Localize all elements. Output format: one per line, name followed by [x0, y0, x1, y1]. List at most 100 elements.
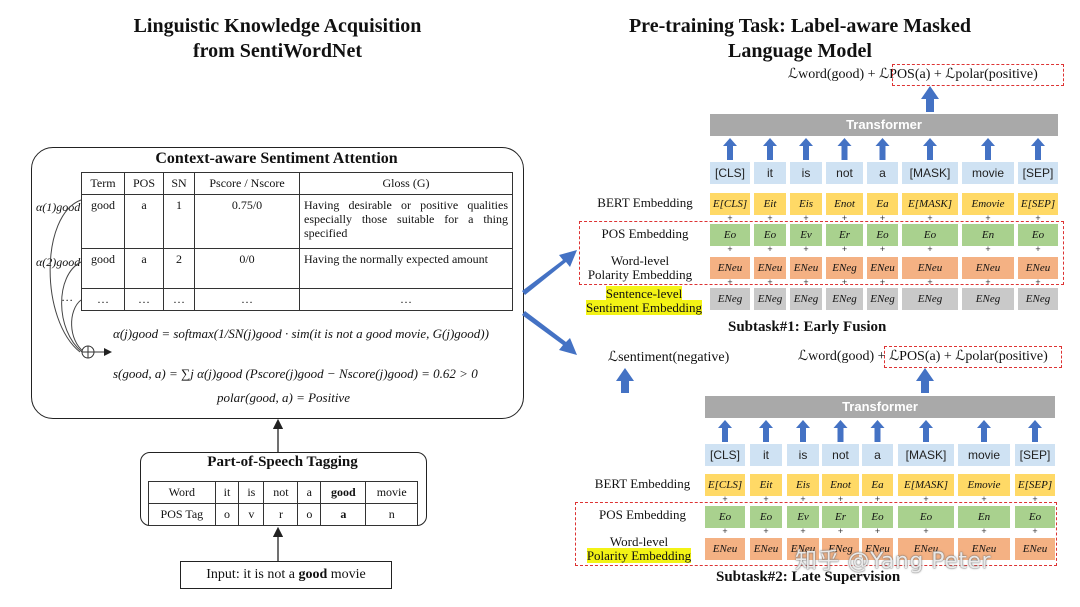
token-cell: [MASK] [898, 444, 954, 466]
sentence-sentiment-embedding-cell: ENeg [754, 288, 786, 310]
token-cell: movie [958, 444, 1010, 466]
plus-sign: + [985, 213, 991, 223]
right-title-line2: Language Model [728, 40, 872, 62]
bert-embedding-cell: E[SEP] [1018, 193, 1058, 215]
bert-embedding-cell: Enot [822, 474, 859, 496]
sentence-sentiment-label-line1: Sentence-level [605, 286, 683, 301]
loss-top: ℒword(good) + ℒPOS(a) + ℒpolar(positive) [788, 67, 1038, 82]
token-cell: a [867, 162, 898, 184]
plus-sign: + [837, 494, 844, 504]
plus-sign: + [1032, 494, 1038, 504]
plus-sign: + [841, 213, 848, 223]
plus-sign: + [803, 277, 809, 287]
sentence-sentiment-label: Sentence-level Sentiment Embedding [580, 286, 708, 315]
pos-embedding-cell: En [962, 224, 1014, 246]
plus-sign: + [763, 494, 769, 504]
plus-sign: + [727, 213, 733, 223]
table-header: Pscore / Nscore [194, 172, 300, 195]
bert-embedding-cell: Eit [750, 474, 782, 496]
table-cell: … [124, 288, 164, 311]
plus-sign: + [837, 526, 844, 536]
token-cell: [CLS] [710, 162, 750, 184]
word-polarity-embedding-cell: ENeu [1018, 257, 1058, 279]
plus-sign: + [985, 244, 991, 254]
plus-sign: + [1032, 526, 1038, 536]
big-blue-arrows [522, 250, 577, 355]
context-attention-box [31, 147, 524, 419]
alpha-2-label: α(2)good [36, 255, 81, 269]
word-polarity-embedding-cell: ENeu [902, 257, 958, 279]
word-polarity-embedding-cell: ENeu [750, 538, 782, 560]
pos-embedding-cell: Er [822, 506, 859, 528]
sentence-sentiment-embedding-cell: ENeg [867, 288, 898, 310]
plus-sign: + [874, 526, 881, 536]
alpha-dots-label: … [62, 290, 73, 304]
table-cell: good [320, 481, 367, 504]
pos-embedding-cell: Eo [862, 506, 893, 528]
plus-sign: + [927, 213, 933, 223]
word-polarity-embedding-cell: ENeu [867, 257, 898, 279]
word-polarity-embedding-cell: ENeu [898, 538, 954, 560]
plus-sign: + [1035, 213, 1041, 223]
score-formula: s(good, a) = ∑j α(j)good (Pscore(j)good … [113, 366, 478, 381]
right-title: Pre-training Task: Label-aware Masked La… [600, 14, 1000, 64]
plus-sign: + [923, 526, 929, 536]
plus-sign: + [767, 277, 773, 287]
plus-sign: + [800, 494, 806, 504]
table-row: good a 2 0/0 Having the normally expecte… [81, 248, 513, 289]
word-polarity-embedding-cell: ENeu [962, 257, 1014, 279]
token-cell: not [822, 444, 859, 466]
table-row: POS Tag o v r o a n [148, 503, 418, 526]
table-cell: movie [365, 481, 418, 504]
left-title: Linguistic Knowledge Acquisition from Se… [95, 14, 460, 64]
word-polarity-embedding-cell: ENeu [958, 538, 1010, 560]
token-cell: movie [962, 162, 1014, 184]
transformer-block-1: Transformer [710, 114, 1058, 136]
token-cell: [SEP] [1018, 162, 1058, 184]
bert-embedding-cell: E[SEP] [1015, 474, 1055, 496]
word-polarity-label-line2: Polarity Embedding [587, 267, 693, 282]
subtask2-dashed-box [575, 502, 1057, 566]
token-cell: [SEP] [1015, 444, 1055, 466]
bert-embedding-cell: Eit [754, 193, 786, 215]
subtask1-dashed-box [579, 221, 1064, 285]
loss-bottom-dashed-box [884, 346, 1062, 368]
plus-sign: + [803, 213, 809, 223]
plus-sign: + [722, 494, 728, 504]
bert-embedding-cell: E[CLS] [710, 193, 750, 215]
bert-embedding-cell: Emovie [962, 193, 1014, 215]
loss-top-dashed-box [892, 64, 1064, 86]
sentence-sentiment-embedding-cell: ENeg [1018, 288, 1058, 310]
table-cell: Having the normally expected amount [299, 248, 513, 289]
pos-embedding-cell: Eo [898, 506, 954, 528]
word-polarity-embedding-cell: ENeu [1015, 538, 1055, 560]
attention-formula: α(j)good = softmax(1/SN(j)good · sim(it … [113, 326, 489, 341]
pos-embedding-cell: Eo [1018, 224, 1058, 246]
table-cell: … [81, 288, 125, 311]
sentence-sentiment-embedding-cell: ENeg [902, 288, 958, 310]
plus-sign: + [803, 244, 809, 254]
token-cell: is [787, 444, 819, 466]
pos-embedding-label-2: POS Embedding [598, 507, 687, 522]
plus-sign: + [923, 494, 929, 504]
bert-embedding-cell: Eis [787, 474, 819, 496]
bert-embedding-cell: E[MASK] [902, 193, 958, 215]
table-cell: o [297, 503, 322, 526]
word-polarity-embedding-cell: ENeg [822, 538, 859, 560]
sentence-sentiment-embedding-cell: ENeg [710, 288, 750, 310]
word-polarity-embedding-cell: ENeu [754, 257, 786, 279]
plus-sign: + [1035, 277, 1041, 287]
token-cell: is [790, 162, 822, 184]
plus-sign: + [981, 494, 987, 504]
plus-sign: + [722, 526, 728, 536]
plus-sign: + [841, 277, 848, 287]
plus-sign: + [767, 213, 773, 223]
attention-curves [49, 199, 85, 353]
input-sentence-box: Input: it is not a good movie [180, 561, 392, 589]
pos-tag-table: Word it is not a good movie POS Tag o v … [148, 481, 418, 526]
plus-sign: + [985, 277, 991, 287]
plus-sign: + [981, 526, 987, 536]
token-cell: [MASK] [902, 162, 958, 184]
loss-sentiment: ℒsentiment(negative) [608, 350, 730, 365]
input-prefix: Input: it is not a [206, 567, 299, 582]
